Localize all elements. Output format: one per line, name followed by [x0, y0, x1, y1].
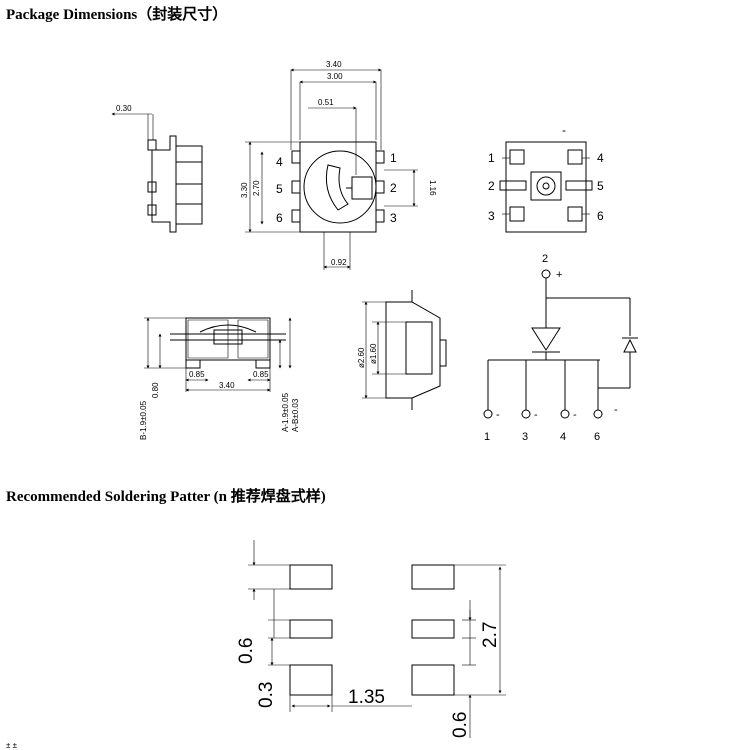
side-view: 0.30	[111, 104, 203, 233]
top-pin-4: 4	[276, 155, 283, 169]
dim-lead-width: 0.92	[331, 258, 347, 267]
schematic-pin-6: 6	[594, 431, 600, 443]
solder-dim-0-3: 0.3	[256, 682, 277, 708]
front-view: B-1.9±0.05 0.80 A-1.9±0.05 A-B±0.03 0.85…	[139, 317, 300, 440]
schematic-sign-3: -	[534, 409, 538, 421]
dim-inner-height: 2.70	[252, 180, 261, 196]
bottom-pin-1: 1	[488, 151, 495, 165]
dim-outer-dia: ø2.60	[357, 347, 366, 368]
soldering-pattern-heading: Recommended Soldering Patter (n 推荐焊盘式样)	[6, 489, 326, 505]
dim-front-width: 3.40	[219, 381, 235, 390]
bottom-view: - 1 2 3 4 5 6	[488, 123, 604, 233]
schematic-pin-4: 4	[560, 431, 566, 443]
schematic-sign-1: -	[496, 409, 500, 421]
dim-height-b: B-1.9±0.05	[139, 400, 148, 440]
dim-body-width: 3.00	[327, 72, 343, 81]
schematic-sign-6: -	[614, 404, 618, 416]
dim-height: 3.30	[240, 182, 249, 198]
bottom-pin-6: 6	[597, 209, 604, 223]
package-dimensions-heading: Package Dimensions（封装尺寸）	[6, 7, 228, 23]
bottom-pin-3: 3	[488, 209, 495, 223]
side-thickness-label: 0.30	[116, 104, 132, 113]
top-view: 3.40 3.00 0.51 3.30 2.70 4	[240, 60, 437, 270]
dim-lens-offset: 0.51	[318, 98, 334, 107]
dim-pad-height: 1.16	[428, 180, 437, 196]
schematic-pin-1: 1	[484, 431, 490, 443]
bottom-marker: -	[562, 123, 566, 137]
top-pin-3: 3	[390, 211, 397, 225]
dim-height-a: A-1.9±0.05	[281, 392, 290, 432]
section-view: ø2.60 ø1.60	[357, 290, 447, 410]
solder-dim-1-35: 1.35	[348, 687, 385, 708]
dim-overall-width: 3.40	[326, 60, 342, 69]
schematic-top-sign: +	[556, 269, 562, 281]
dim-height-b2: 0.80	[151, 382, 160, 398]
top-pin-5: 5	[276, 182, 283, 196]
bottom-pin-5: 5	[597, 179, 604, 193]
solder-dim-2-7: 2.7	[480, 622, 501, 648]
dim-height-a2: A-B±0.03	[291, 398, 300, 432]
top-pin-2: 2	[390, 181, 397, 195]
solder-dim-0-6-left: 0.6	[236, 638, 257, 664]
schematic-sign-4: -	[573, 409, 577, 421]
solder-dim-0-6-right: 0.6	[450, 712, 471, 738]
bottom-pin-2: 2	[488, 179, 495, 193]
top-pin-1: 1	[390, 151, 397, 165]
schematic-top-pin: 2	[542, 253, 548, 265]
bottom-pin-4: 4	[597, 151, 604, 165]
dim-inner-dia: ø1.60	[369, 343, 378, 364]
footer-fragment: ± ±	[6, 741, 18, 750]
solder-pattern: 0.6 0.3 1.35 2.7 0.6	[236, 540, 506, 738]
dim-lead-a: 0.85	[189, 370, 205, 379]
schematic: 2 + - - - - 1 3 4 6	[483, 253, 638, 443]
top-pin-6: 6	[276, 211, 283, 225]
dim-lead-b: 0.85	[253, 370, 269, 379]
schematic-pin-3: 3	[522, 431, 528, 443]
